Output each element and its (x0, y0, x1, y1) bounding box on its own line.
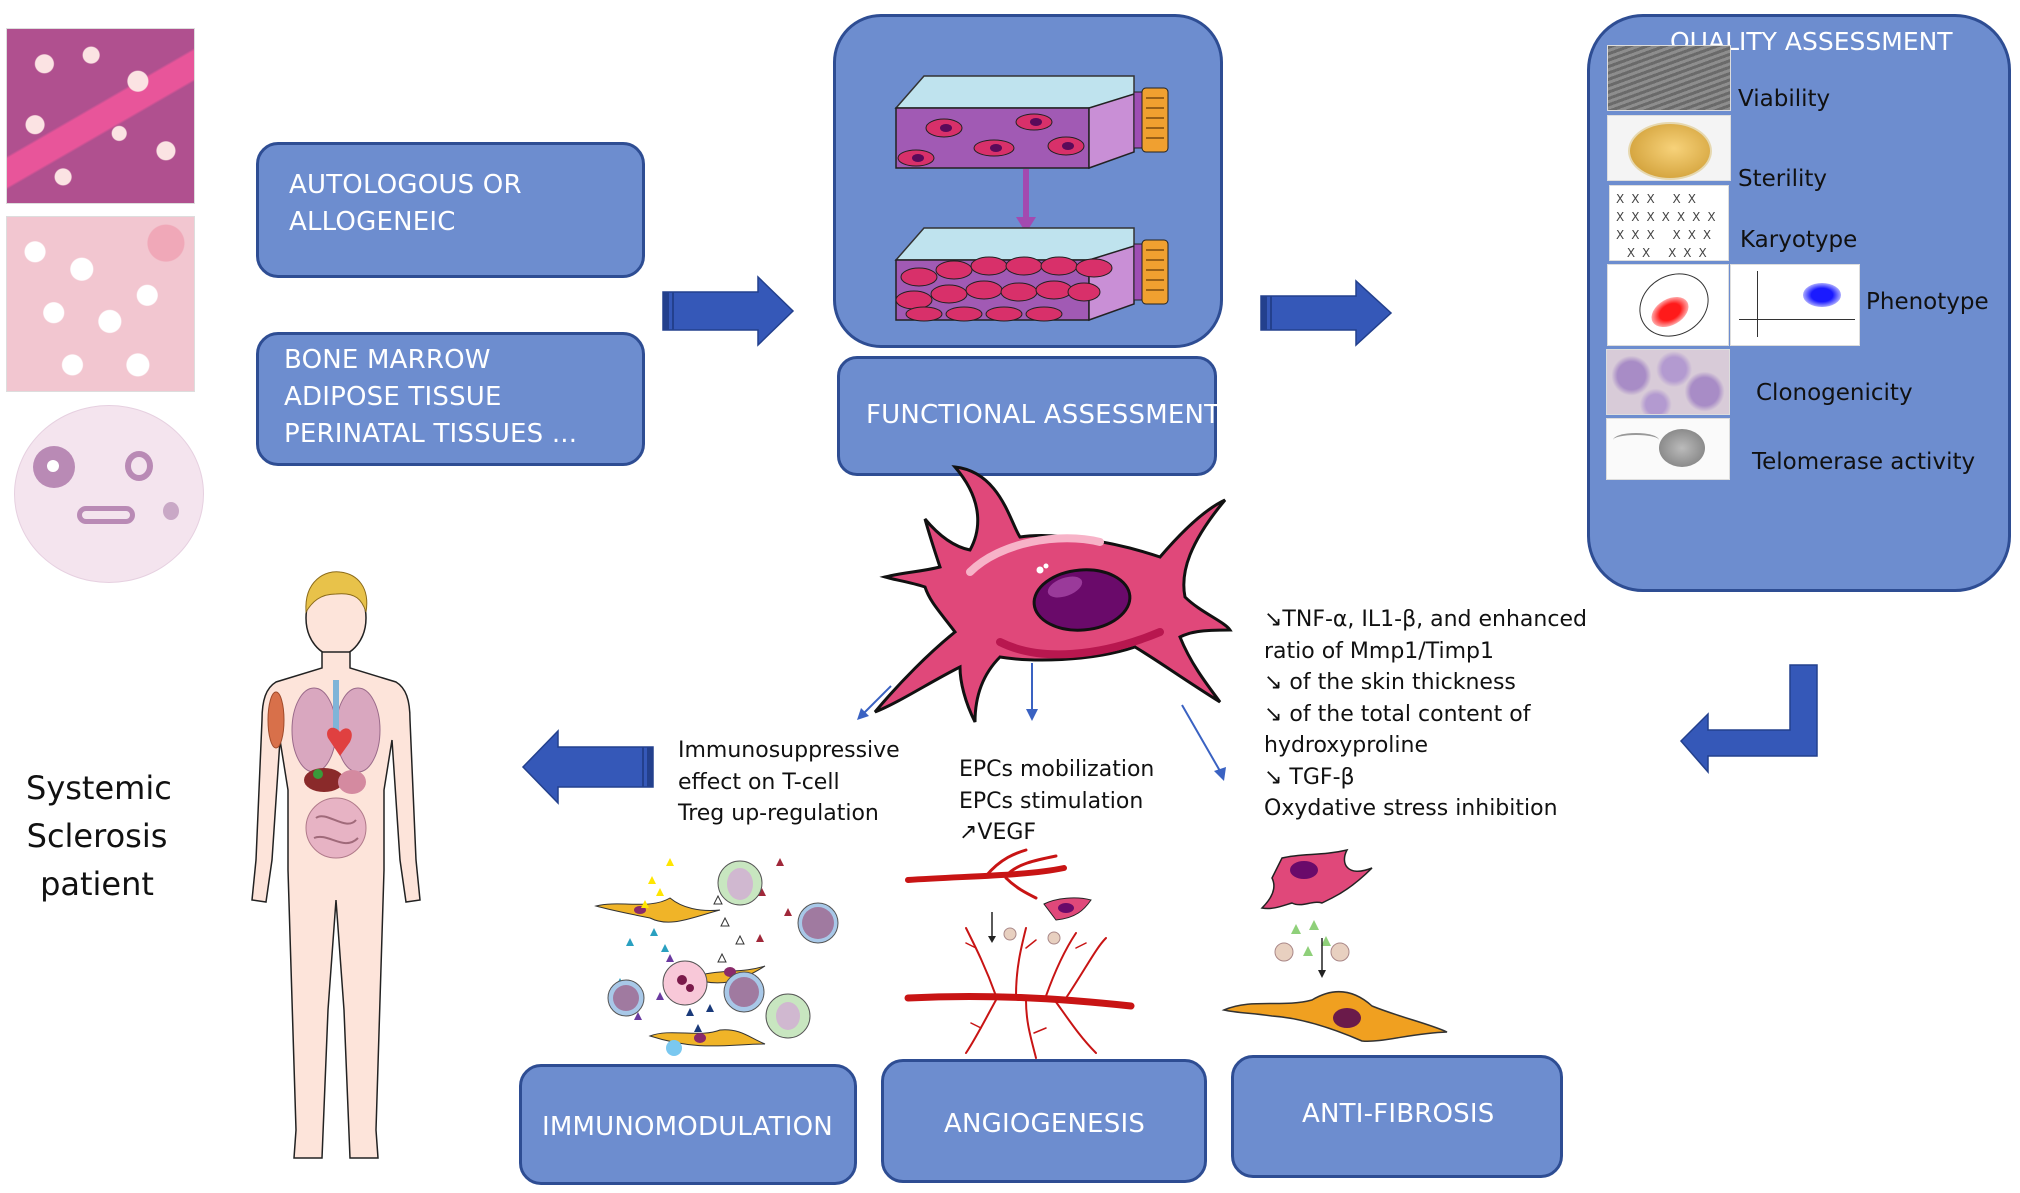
human-body-illustration (251, 571, 421, 1159)
quality-item-telomerase: Telomerase activity (1752, 449, 1976, 475)
arrow-to-anti-fibrosis (1181, 704, 1226, 781)
phenotype-plot-blue-image (1730, 264, 1860, 346)
tissues-box: BONE MARROW ADIPOSE TISSUE PERINATAL TIS… (256, 332, 645, 466)
fibrosis-note-6: ↘ TGF-β (1264, 764, 1355, 790)
fibroblast-illustration (1221, 848, 1448, 1043)
patient-label-line-3: patient (40, 865, 154, 903)
quality-assessment-box: QUALITY ASSESSMENT Viability Sterility X… (1587, 14, 2011, 592)
angio-note-1: EPCs mobilization (959, 757, 1155, 782)
blood-vessels-illustration (904, 848, 1135, 1059)
viability-image (1607, 45, 1731, 111)
tissue-bone-marrow: BONE MARROW (284, 345, 491, 375)
flask-confluent-icon (894, 227, 1169, 322)
fibrosis-note-2: ratio of Mmp1/Timp1 (1264, 638, 1494, 664)
arrow-to-angiogenesis (1026, 663, 1038, 721)
expansion-arrow-icon (1016, 169, 1036, 233)
msc-cell-illustration (873, 465, 1233, 723)
functional-assessment-label: FUNCTIONAL ASSESSMENT (866, 400, 1221, 430)
fibrosis-note-5: hydroxyproline (1264, 733, 1429, 758)
immuno-note-2: effect on T-cell (678, 769, 840, 795)
quality-item-viability: Viability (1738, 86, 1831, 112)
fibrosis-note-7: Oxydative stress inhibition (1264, 796, 1558, 821)
arrow-left-to-patient (521, 729, 654, 805)
adipose-tissue-histology-image (6, 216, 195, 392)
arrow-return-to-effects (1679, 664, 1818, 775)
quality-item-phenotype: Phenotype (1866, 289, 1989, 315)
angio-note-3: ↗VEGF (959, 820, 1037, 845)
functional-assessment-box: FUNCTIONAL ASSESSMENT (837, 356, 1221, 476)
patient-label-line-2: Sclerosis (26, 817, 168, 855)
origin-box: AUTOLOGOUS OR ALLOGENEIC (256, 142, 645, 278)
immunomodulation-label: IMMUNOMODULATION (542, 1112, 833, 1142)
arrow-right-to-culture (662, 275, 795, 347)
anti-fibrosis-box: ANTI-FIBROSIS (1231, 1055, 1563, 1178)
arrow-to-immunomodulation (857, 685, 892, 720)
anti-fibrosis-label: ANTI-FIBROSIS (1302, 1099, 1495, 1129)
clonogenicity-image (1606, 349, 1730, 415)
tissue-adipose: ADIPOSE TISSUE (284, 382, 502, 412)
origin-line-1: AUTOLOGOUS OR (289, 170, 522, 200)
quality-item-karyotype: Karyotype (1740, 227, 1858, 253)
fibrosis-note-1: ↘TNF-α, IL1-β, and enhanced (1264, 607, 1587, 632)
anti-fibrosis-notes: ↘TNF-α, IL1-β, and enhanced ratio of Mmp… (1264, 604, 1587, 825)
arrow-right-to-quality (1260, 279, 1393, 347)
immuno-note-3: Treg up-regulation (678, 801, 879, 826)
tissue-perinatal: PERINATAL TISSUES ... (284, 419, 578, 449)
bone-marrow-histology-image (6, 28, 195, 204)
immunomodulation-box: IMMUNOMODULATION (519, 1064, 857, 1185)
phenotype-plot-red-image (1607, 264, 1729, 346)
angiogenesis-notes: EPCs mobilization EPCs stimulation ↗VEGF (959, 754, 1154, 849)
immune-cells-illustration (594, 858, 839, 1056)
culture-box (833, 14, 1223, 348)
patient-label-line-1: Systemic (26, 769, 172, 807)
immunomodulation-notes: Immunosuppressive effect on T-cell Treg … (678, 735, 900, 830)
patient-label: Systemic Sclerosis patient (26, 764, 172, 908)
angiogenesis-label: ANGIOGENESIS (944, 1109, 1146, 1139)
quality-item-sterility: Sterility (1738, 166, 1828, 192)
origin-line-2: ALLOGENEIC (289, 207, 456, 237)
fibrosis-note-4: ↘ of the total content of (1264, 701, 1531, 727)
umbilical-cord-section-image (14, 405, 204, 583)
angio-note-2: EPCs stimulation (959, 788, 1144, 814)
immuno-note-1: Immunosuppressive (678, 738, 900, 763)
flask-seeded-icon (894, 75, 1169, 170)
quality-item-clonogenicity: Clonogenicity (1756, 380, 1913, 406)
sterility-image (1607, 115, 1731, 181)
fibrosis-note-3: ↘ of the skin thickness (1264, 670, 1516, 695)
angiogenesis-box: ANGIOGENESIS (881, 1059, 1207, 1183)
telomerase-image (1606, 418, 1730, 480)
